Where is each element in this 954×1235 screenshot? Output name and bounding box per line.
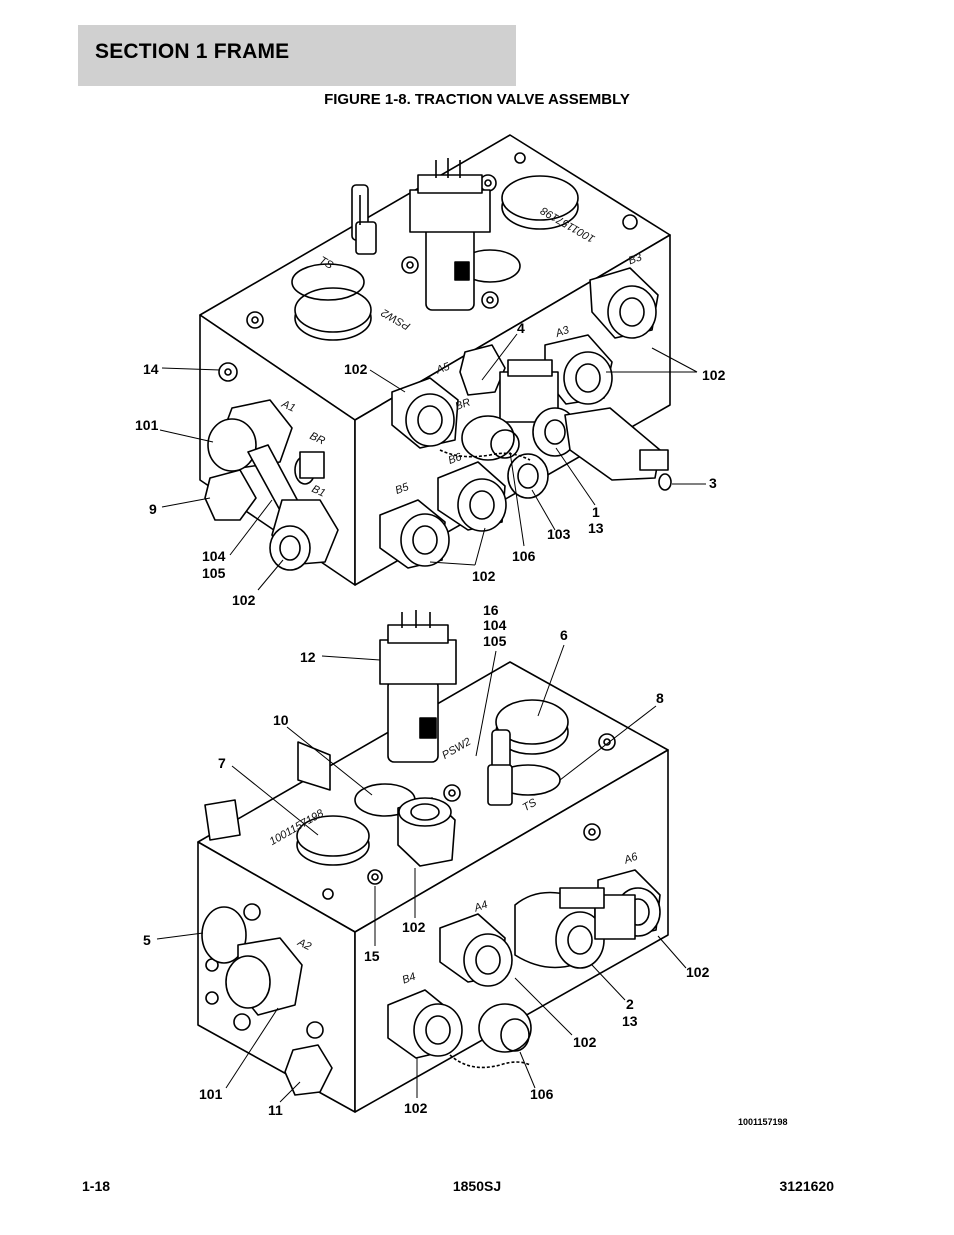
- callout-105: 105: [202, 565, 226, 581]
- top-leader-lines: [159, 333, 706, 591]
- bottom-leader-lines: [156, 644, 687, 1103]
- footer-model: 1850SJ: [452, 1178, 502, 1194]
- callout-13: 13: [588, 520, 604, 536]
- callout-102-a5: 102: [344, 361, 368, 377]
- engrave-a5: A5: [434, 360, 453, 377]
- callout-106-bottom: 106: [530, 1086, 554, 1102]
- section-title: SECTION 1 FRAME: [95, 40, 290, 63]
- callout-9: 9: [149, 501, 157, 517]
- top-traction-solenoid: [439, 359, 672, 491]
- callout-10: 10: [273, 712, 289, 728]
- callout-6: 6: [560, 627, 568, 643]
- figure-title: FIGURE 1-8. TRACTION VALVE ASSEMBLY: [324, 91, 630, 108]
- callout-1: 1: [592, 504, 600, 520]
- callout-3: 3: [709, 475, 717, 491]
- callout-104: 104: [202, 548, 226, 564]
- top-pressure-switch: [409, 158, 491, 311]
- callout-4: 4: [517, 320, 525, 336]
- engrave-a1: A1: [279, 398, 297, 415]
- callout-102-a: 102: [402, 919, 426, 935]
- callout-101-bottom: 101: [199, 1086, 223, 1102]
- callout-14: 14: [143, 361, 159, 377]
- callout-12: 12: [300, 649, 316, 665]
- callout-7: 7: [218, 755, 226, 771]
- callout-102-c: 102: [573, 1034, 597, 1050]
- callout-15: 15: [364, 948, 380, 964]
- callout-102-b: 102: [686, 964, 710, 980]
- callout-13-bottom: 13: [622, 1013, 638, 1029]
- callout-106: 106: [512, 548, 536, 564]
- engrave-br-left: BR: [308, 430, 327, 447]
- engrave-a2: A2: [295, 936, 313, 953]
- bottom-left-face-fittings: [201, 906, 333, 1096]
- footer-page-number: 1-18: [82, 1178, 111, 1194]
- callout-2: 2: [626, 996, 634, 1012]
- footer-doc-number: 3121620: [779, 1178, 834, 1194]
- top-test-port-fitting: [351, 184, 377, 255]
- callout-16: 16: [483, 602, 499, 618]
- callout-102-right: 102: [702, 367, 726, 383]
- section-header-band: [78, 25, 516, 86]
- engrave-b3: B3: [627, 251, 645, 267]
- bottom-traction-solenoid: [514, 887, 636, 969]
- engrave-b5: B5: [394, 481, 412, 497]
- drawing-number: 1001157198: [738, 1117, 788, 1127]
- callout-104-bottom: 104: [483, 617, 507, 633]
- engrave-a4: A4: [472, 899, 490, 915]
- engrave-br-right: BR: [454, 396, 473, 413]
- callout-5: 5: [143, 932, 151, 948]
- engrave-b6: B6: [447, 451, 465, 467]
- callout-8: 8: [656, 690, 664, 706]
- callout-101: 101: [135, 417, 159, 433]
- bottom-pressure-switch: [379, 610, 457, 763]
- callout-102-bottom: 102: [472, 568, 496, 584]
- top-front-face-fittings: [379, 267, 659, 569]
- engrave-a3: A3: [553, 324, 572, 341]
- callout-105-bottom: 105: [483, 633, 507, 649]
- callout-103: 103: [547, 526, 571, 542]
- top-left-face-fittings: [204, 399, 339, 571]
- bottom-top-face-fitting: [397, 797, 456, 867]
- callout-102-d: 102: [404, 1100, 428, 1116]
- engrave-b1: B1: [310, 483, 327, 500]
- callout-102-left: 102: [232, 592, 256, 608]
- engrave-b4: B4: [401, 971, 418, 987]
- engrave-a6: A6: [622, 850, 641, 867]
- callout-11: 11: [268, 1102, 283, 1118]
- bottom-test-port-fitting: [487, 729, 513, 806]
